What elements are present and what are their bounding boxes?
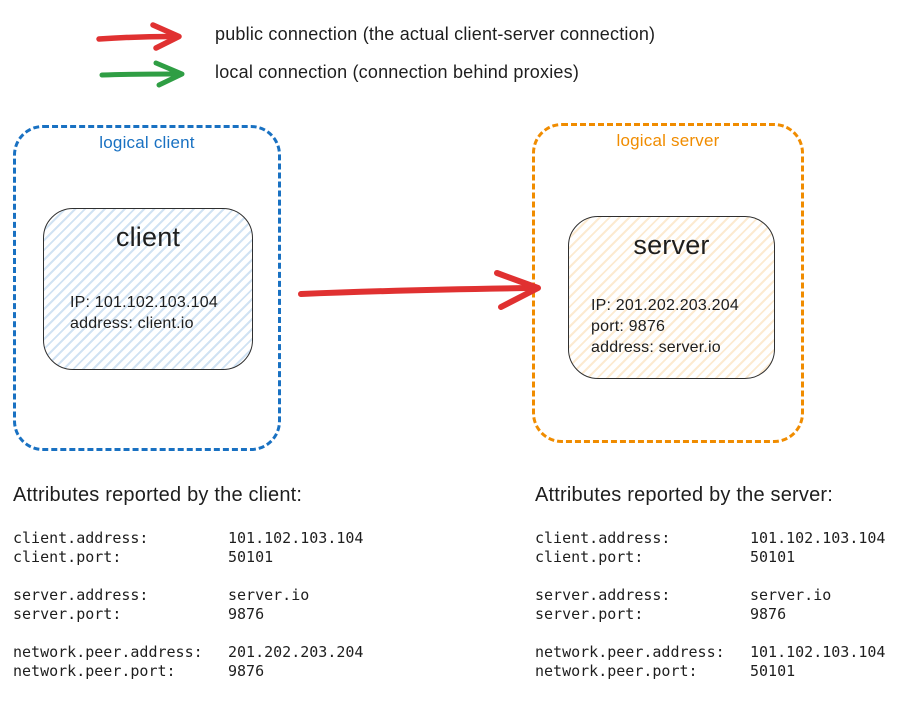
attr-row: client.address: 101.102.103.104 [535, 529, 885, 548]
attr-group-client: client.address: 101.102.103.104 client.p… [13, 529, 363, 567]
logical-server-label: logical server [616, 131, 720, 150]
client-node: client IP: 101.102.103.104 address: clie… [43, 208, 253, 370]
server-node: server IP: 201.202.203.204 port: 9876 ad… [568, 216, 775, 379]
server-ip-line: IP: 201.202.203.204 [591, 297, 739, 314]
attr-value: 101.102.103.104 [750, 643, 886, 661]
attr-row: server.address: server.io [13, 586, 363, 605]
attr-row: client.port: 50101 [535, 548, 885, 567]
logical-server-box: logical server server IP: 201.202.203.20… [532, 123, 804, 443]
attr-row: network.peer.port: 50101 [535, 662, 885, 681]
attr-value: 201.202.203.204 [228, 643, 364, 661]
client-node-details: IP: 101.102.103.104 address: client.io [70, 292, 218, 334]
attr-row: server.address: server.io [535, 586, 885, 605]
attr-value: 101.102.103.104 [228, 529, 364, 547]
logical-client-label: logical client [99, 133, 195, 152]
attr-key: server.address: [13, 586, 149, 604]
attr-group-client: client.address: 101.102.103.104 client.p… [535, 529, 885, 567]
attr-row: client.address: 101.102.103.104 [13, 529, 363, 548]
attr-value: server.io [228, 586, 310, 604]
client-ip-line: IP: 101.102.103.104 [70, 294, 218, 311]
server-address-line: address: server.io [591, 339, 721, 356]
attr-row: server.port: 9876 [13, 605, 363, 624]
attr-key: network.peer.port: [535, 662, 698, 680]
attr-group-server: server.address: server.io server.port: 9… [535, 586, 885, 624]
attr-value: 101.102.103.104 [750, 529, 886, 547]
attr-value: 50101 [228, 548, 274, 566]
server-attributes-heading: Attributes reported by the server: [535, 484, 834, 506]
client-attributes-heading: Attributes reported by the client: [13, 484, 303, 506]
attr-key: network.peer.address: [13, 643, 203, 661]
attr-row: network.peer.port: 9876 [13, 662, 363, 681]
attr-value: 9876 [228, 605, 265, 623]
server-node-title: server [633, 230, 710, 260]
local-connection-label: local connection (connection behind prox… [215, 62, 580, 82]
server-port-line: port: 9876 [591, 318, 666, 335]
client-address-line: address: client.io [70, 315, 194, 332]
attr-group-network-peer: network.peer.address: 201.202.203.204 ne… [13, 643, 363, 681]
attr-row: network.peer.address: 101.102.103.104 [535, 643, 885, 662]
attr-key: client.port: [13, 548, 122, 566]
attr-key: server.port: [535, 605, 644, 623]
attr-value: server.io [750, 586, 832, 604]
attr-group-server: server.address: server.io server.port: 9… [13, 586, 363, 624]
logical-client-box: logical client client IP: 101.102.103.10… [13, 125, 281, 451]
attr-value: 50101 [750, 662, 796, 680]
attr-value: 50101 [750, 548, 796, 566]
attr-value: 9876 [750, 605, 787, 623]
local-connection-arrow-icon [98, 59, 196, 89]
attr-value: 9876 [228, 662, 265, 680]
attr-key: server.port: [13, 605, 122, 623]
client-node-title: client [115, 222, 181, 252]
attr-key: server.address: [535, 586, 671, 604]
public-connection-arrow-icon [95, 21, 193, 51]
attr-key: network.peer.address: [535, 643, 725, 661]
public-connection-label: public connection (the actual client-ser… [215, 24, 656, 44]
server-attributes-section: Attributes reported by the server: clien… [535, 483, 885, 700]
attr-key: network.peer.port: [13, 662, 176, 680]
server-node-details: IP: 201.202.203.204 port: 9876 address: … [591, 295, 739, 358]
attr-row: client.port: 50101 [13, 548, 363, 567]
client-attributes-section: Attributes reported by the client: clien… [13, 483, 363, 700]
client-to-server-arrow-icon [293, 266, 549, 317]
attr-row: server.port: 9876 [535, 605, 885, 624]
attr-key: client.port: [535, 548, 644, 566]
attr-row: network.peer.address: 201.202.203.204 [13, 643, 363, 662]
attr-group-network-peer: network.peer.address: 101.102.103.104 ne… [535, 643, 885, 681]
attr-key: client.address: [13, 529, 149, 547]
attr-key: client.address: [535, 529, 671, 547]
